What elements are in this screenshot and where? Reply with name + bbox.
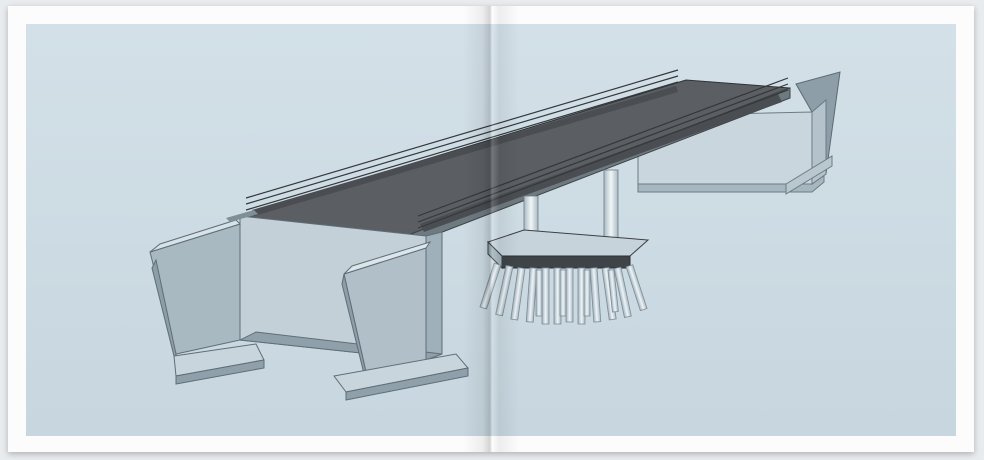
pile-group — [479, 262, 648, 325]
pier-column-right — [603, 169, 619, 247]
right-railing — [417, 77, 789, 229]
left-railing — [245, 69, 679, 211]
bridge-drawing — [26, 24, 956, 436]
bridge-illustration — [26, 24, 956, 436]
near-abutment — [149, 210, 469, 401]
pile-cap-front — [501, 255, 631, 269]
pier — [487, 169, 650, 270]
open-book — [8, 6, 974, 452]
pile-cap-side — [487, 240, 503, 270]
